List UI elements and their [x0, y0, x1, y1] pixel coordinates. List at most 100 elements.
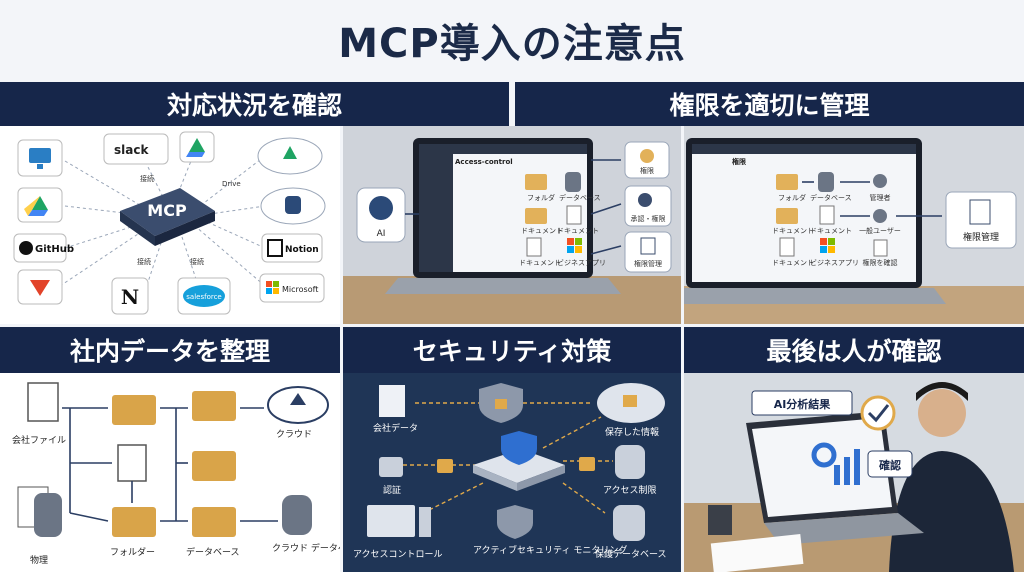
slack-logo: slack [103, 133, 169, 165]
connect-label-3: 接続 [190, 257, 204, 266]
band-security: セキュリティ対策 [343, 327, 681, 373]
physical-label: 物理 [30, 554, 48, 566]
folder-label: フォルダー [110, 546, 155, 558]
company-file-label: 会社ファイル [12, 434, 66, 446]
edit-document-icon [945, 191, 1017, 249]
user-icon [873, 174, 887, 188]
cloud-upload-icon [267, 386, 329, 424]
ai-result-badge: AI分析結果 [751, 390, 853, 416]
item-label: フォルダ [527, 193, 555, 202]
user-label: 一般ユーザー [859, 226, 901, 235]
protected-db-label: 保護データベース [595, 548, 667, 560]
item-label: フォルダ [778, 193, 806, 202]
access-limit-label: アクセス制限 [603, 484, 657, 496]
document-icon-2 [526, 237, 542, 257]
panel-permissions: 権限 フォルダ データベース ドキュメント ドキュメント ドキュメント ビジネス… [684, 126, 1024, 324]
database-stack-icon [17, 486, 62, 537]
item-label: ドキュメント [772, 259, 814, 267]
google-drive-icon-top [179, 131, 215, 163]
document-icon [566, 205, 582, 225]
security-diagram: 会社データ 保存した情報 認証 アクセス制限 アクセスコントロール アクティブセ… [353, 383, 667, 560]
database-icon [282, 495, 312, 535]
folder-icon-3 [192, 391, 236, 421]
pen-cup-icon [708, 505, 732, 535]
svg-text:GitHub: GitHub [35, 244, 74, 255]
svg-text:Microsoft: Microsoft [282, 285, 318, 294]
database-label: データベース [186, 546, 240, 558]
checkmark-icon [860, 395, 896, 431]
user-icon-2 [873, 209, 887, 223]
svg-text:確認: 確認 [879, 458, 901, 472]
svg-text:Notion: Notion [285, 245, 319, 255]
cloud-lock-icon [597, 383, 665, 423]
permissions-scene: 権限 フォルダ データベース ドキュメント ドキュメント ドキュメント ビジネス… [684, 126, 1024, 324]
connect-label-1: 接続 [140, 174, 154, 183]
mcp-hub-label: MCP [147, 201, 187, 220]
document-icon [819, 205, 835, 225]
document-shield-icon [379, 385, 405, 417]
svg-text:N: N [121, 285, 139, 309]
cloud-drive-icon [257, 137, 323, 175]
person [889, 382, 1014, 572]
clipboard-document [710, 534, 804, 572]
user-label: 権限を確認 [863, 258, 898, 267]
laptop [385, 138, 621, 294]
microsoft-logo: Microsoft [259, 273, 325, 303]
ai-brain-icon: AI [356, 187, 406, 243]
database-icon [565, 172, 581, 192]
github-logo: GitHub [13, 233, 74, 263]
report-bar-chart [834, 449, 860, 485]
lock-icon [379, 457, 403, 477]
band-human: 最後は人が確認 [684, 327, 1024, 373]
cloud-database-label: クラウド データベース [272, 542, 340, 554]
user-label: 管理者 [870, 193, 891, 202]
folder-icon-5 [192, 507, 236, 537]
band-data: 社内データを整理 [0, 327, 340, 373]
item-label: ドキュメント [519, 259, 561, 267]
document-icon-2 [117, 444, 147, 482]
folder-icon [776, 174, 798, 190]
panel-security: 会社データ 保存した情報 認証 アクセス制限 アクセスコントロール アクティブセ… [343, 373, 681, 572]
auth-label: 認証 [383, 484, 401, 496]
human-check-scene: AI分析結果 確認 [684, 373, 1024, 572]
google-drive-icon [17, 187, 63, 223]
folder-icon [525, 174, 547, 190]
salesforce-logo: salesforce [177, 277, 231, 315]
item-label: ドキュメント [557, 227, 599, 235]
access-control-scene: AI Access-control フォルダ データベース ドキュメント ドキュ… [343, 126, 681, 324]
microsoft-apps-icon [820, 238, 835, 253]
server-shield-icon [473, 431, 565, 491]
company-data-label: 会社データ [373, 422, 418, 434]
checklist-icon [624, 231, 672, 273]
saved-info-label: 保存した情報 [605, 426, 659, 438]
panel-access-control: AI Access-control フォルダ データベース ドキュメント ドキュ… [343, 126, 681, 324]
item-label: ドキュメント [810, 227, 852, 235]
item-label: ビジネスアプリ [810, 258, 859, 267]
monitoring-label: アクティブセキュリティ モニタリング [473, 544, 627, 556]
panel-status: MCP GitHub slack Notion Microsoft N sale… [0, 126, 340, 324]
role-label: 承認・権限 [631, 214, 666, 223]
shield-lock-icon [479, 383, 523, 423]
document-icon [27, 382, 59, 422]
window-title: 権限 [732, 157, 747, 166]
band-permissions: 権限を適切に管理 [515, 82, 1024, 126]
item-label: データベース [559, 193, 601, 202]
window-title: Access-control [455, 158, 513, 166]
band-status: 対応状況を確認 [0, 82, 509, 126]
data-flow-diagram: 会社ファイル 物理 フォルダー データベース クラウド クラウド データベース [12, 382, 340, 566]
permission-management-label: 権限管理 [963, 231, 999, 243]
laptop [684, 138, 946, 304]
mcp-hub: MCP [120, 188, 215, 246]
cloud-database-icon [260, 187, 326, 225]
item-label: ドキュメント [772, 227, 814, 235]
svg-text:AI分析結果: AI分析結果 [774, 397, 831, 411]
role-label: 権限管理 [634, 259, 662, 268]
mcp-hub-diagram: MCP GitHub slack Notion Microsoft N sale… [13, 131, 326, 315]
lock-icon-3 [579, 457, 595, 471]
database-icon [818, 172, 834, 192]
drive-label: Drive [222, 180, 241, 188]
role-label: 権限 [640, 166, 654, 175]
document-check-icon [873, 239, 888, 257]
svg-text:slack: slack [114, 143, 149, 157]
svg-text:salesforce: salesforce [186, 293, 221, 301]
